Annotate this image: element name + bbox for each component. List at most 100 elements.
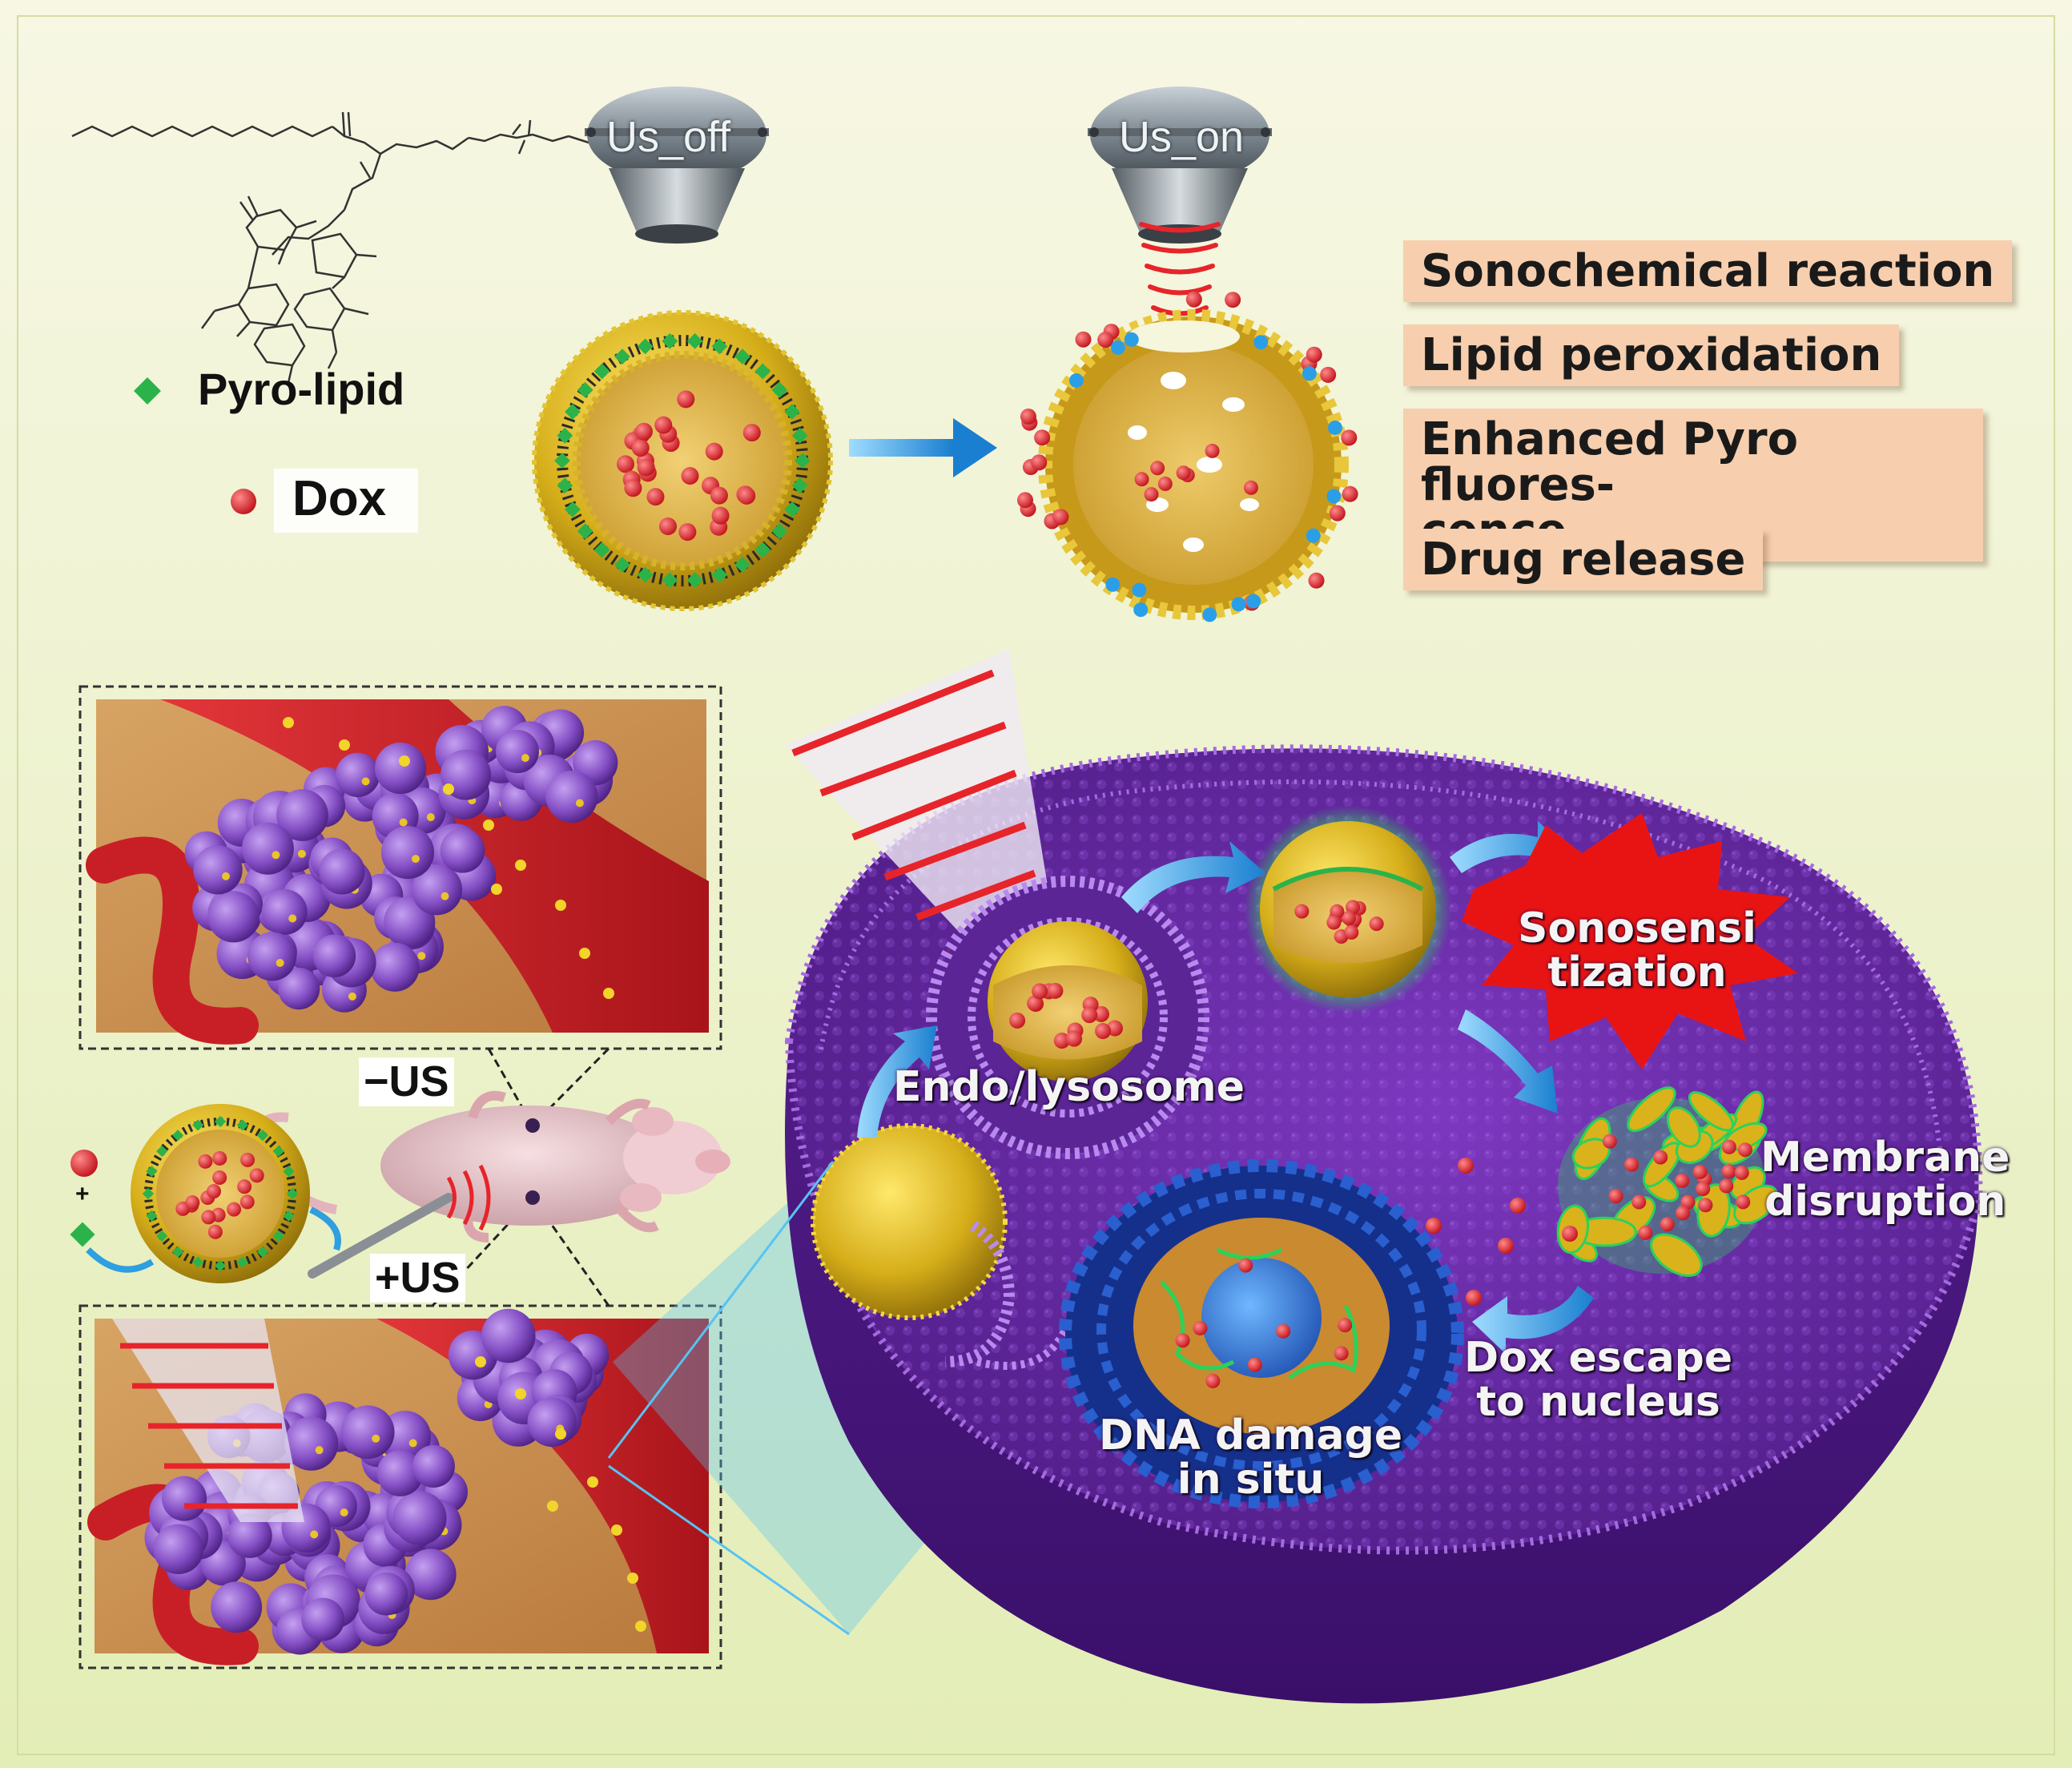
oxidized-lipid-dot — [1133, 602, 1149, 618]
nanoparticle-dot — [411, 855, 420, 864]
tumor-cell — [207, 891, 260, 943]
pyro-lipid-dot — [557, 427, 573, 444]
dox-dot — [678, 523, 697, 542]
dox-dot — [1624, 1157, 1639, 1172]
membrane-fragment — [1650, 1233, 1703, 1277]
membrane-fragment — [1688, 1091, 1735, 1132]
dox-dot — [1342, 485, 1358, 502]
pyro-lipid-marker — [134, 377, 161, 405]
pyro-lipid-dot — [593, 363, 610, 380]
dox-dot — [1334, 1346, 1349, 1361]
dox-marker-small — [70, 1150, 98, 1177]
dox-dot — [1369, 916, 1384, 932]
pyro-lipid-dot — [577, 523, 593, 540]
pyro-lipid-dot — [256, 1246, 268, 1258]
dox-dot — [207, 1224, 223, 1239]
pyro-lipid-dot — [662, 332, 678, 349]
tumor-cell — [374, 742, 427, 795]
tumor-cell — [380, 826, 435, 880]
membrane-fragment — [1666, 1106, 1701, 1148]
tumor-cell — [227, 1513, 272, 1558]
dox-dot — [1320, 366, 1337, 383]
nanoparticle-dot — [408, 1439, 417, 1448]
dox-dot — [239, 1194, 255, 1210]
dox-label-bg — [274, 469, 418, 533]
dox-dot — [634, 422, 653, 441]
dox-dot — [1338, 1318, 1353, 1333]
oxidized-lipid-dot — [1326, 489, 1342, 504]
dox-dot — [1081, 1007, 1098, 1024]
nanoparticle-dot — [348, 992, 356, 1001]
tumor-cell — [411, 864, 463, 916]
zoom-line — [607, 1161, 835, 1459]
dox-dot — [1176, 465, 1191, 481]
dox-marker — [231, 489, 256, 514]
nanoparticle-dot — [611, 1524, 622, 1536]
nanoparticle-dot — [575, 799, 584, 807]
dox-dot — [1562, 1226, 1578, 1242]
pyro-lipid-dot — [637, 338, 654, 355]
nanoparticle-dot — [315, 1446, 324, 1455]
pyro-lipid-dot — [192, 1256, 204, 1268]
nanoparticle-dot — [361, 777, 370, 786]
zoom-line — [608, 1464, 850, 1636]
nanoparticle-dot — [491, 884, 502, 895]
dox-dot — [1326, 915, 1342, 930]
frame — [17, 15, 2055, 1755]
dox-dot — [1185, 291, 1202, 308]
dox-dot — [1306, 346, 1322, 363]
nanoparticle-dot — [521, 754, 529, 763]
tumor-cell — [211, 1581, 263, 1633]
dox-dot — [710, 486, 728, 505]
dox-dot — [1344, 924, 1359, 940]
dox-dot — [681, 467, 699, 485]
nanoparticle-dot — [475, 1356, 486, 1367]
dox-dot — [1134, 472, 1149, 487]
us-on-label: Us_on — [1119, 113, 1245, 161]
tumor-cell — [278, 967, 320, 1010]
dox-dot — [1150, 461, 1165, 476]
nanoparticle-dot — [417, 952, 426, 961]
dox-dot — [1696, 1182, 1711, 1197]
dox-dot — [1698, 1198, 1713, 1213]
dox-dot — [1009, 1012, 1026, 1029]
nucleus-icon — [1059, 1159, 1464, 1508]
nanoparticle-dot — [288, 914, 297, 923]
dox-dot — [1017, 492, 1034, 509]
dox-dot — [1719, 1178, 1734, 1194]
tumor-cell — [153, 1524, 204, 1575]
oxidized-lipid-dot — [1327, 420, 1342, 435]
pyro-lipid-dot — [146, 1210, 158, 1222]
pyro-lipid-dot — [156, 1146, 168, 1158]
tumor-cell — [412, 1444, 455, 1488]
sonosensitization-burst — [1462, 813, 1798, 1069]
pyro-lipid-dot — [795, 453, 811, 469]
liposome-icon — [813, 1126, 1005, 1318]
pyro-lipid-dot — [686, 332, 703, 349]
dox-dot — [1205, 443, 1220, 458]
oxidized-lipid-dot — [1105, 577, 1120, 592]
pyro-lipid-dot — [784, 501, 800, 518]
arrow-icon — [849, 418, 997, 477]
dox-dot — [1510, 1198, 1526, 1214]
dox-dot — [1737, 1142, 1752, 1158]
dox-dot — [1092, 1005, 1109, 1022]
dox-dot — [1032, 983, 1048, 1000]
pyro-lipid-dot — [771, 381, 788, 398]
dox-dot — [1052, 509, 1069, 526]
dox-dot — [646, 488, 665, 506]
dox-dot — [1157, 476, 1173, 491]
dox-dot — [711, 506, 730, 525]
pyro-lipid-dot — [256, 1130, 268, 1142]
nanoparticle-dot — [276, 958, 284, 967]
dox-dot — [1020, 409, 1036, 425]
dox-dot — [237, 1179, 252, 1194]
nanoparticle-dot — [339, 739, 350, 751]
ultrasound-beam — [785, 649, 1057, 977]
dox-dot — [198, 1154, 213, 1169]
transducer-icon — [585, 87, 769, 244]
tumor-cell — [162, 1476, 207, 1521]
pyro-lipid-dot — [614, 557, 630, 573]
oxidized-lipid-dot — [1302, 366, 1317, 381]
dox-dot — [1034, 429, 1051, 446]
